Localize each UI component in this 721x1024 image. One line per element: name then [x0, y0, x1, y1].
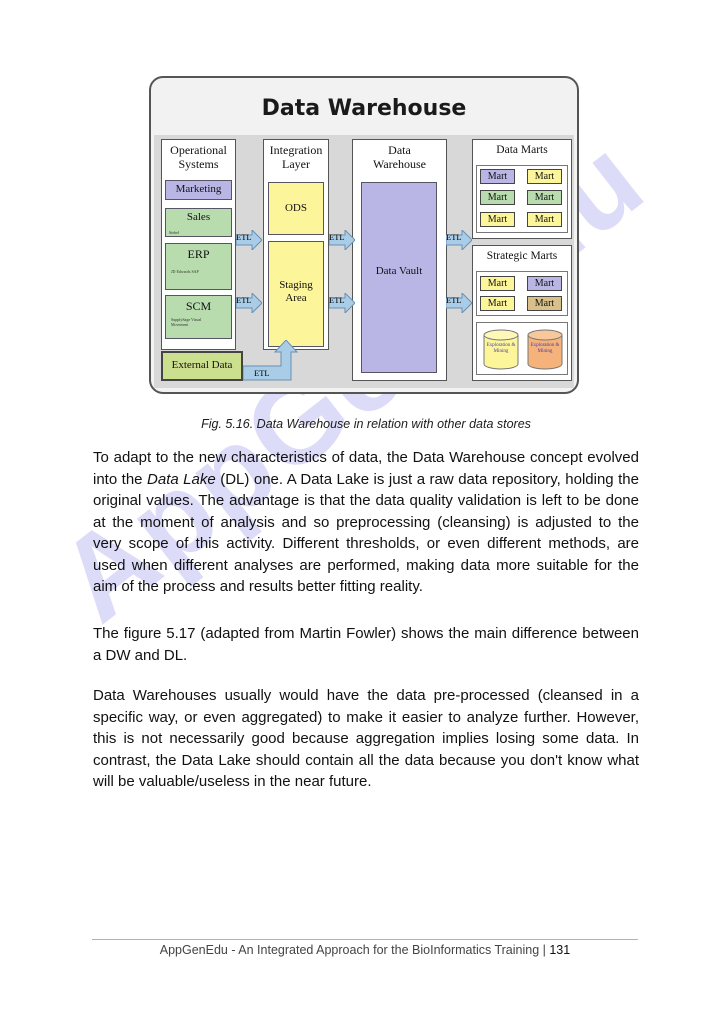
paragraph-figure-reference: The figure 5.17 (adapted from Martin Fow…: [93, 625, 639, 664]
mart-box: Mart: [480, 190, 515, 205]
etl-arrow-icon: [329, 230, 355, 250]
external-data-box: External Data: [161, 351, 243, 381]
figure-diagram: Operational Systems Marketing Sales Sieb…: [154, 135, 574, 388]
marts-grid: Mart Mart Mart Mart Mart Mart: [476, 165, 568, 233]
erp-box: ERP JD Edwards SAP: [165, 243, 232, 290]
mart-box: Mart: [480, 276, 515, 291]
mart-box: Mart: [527, 296, 562, 311]
mart-box: Mart: [480, 169, 515, 184]
mart-box: Mart: [527, 190, 562, 205]
sales-box: Sales Siebel: [165, 208, 232, 237]
etl-arrow-icon: [446, 230, 472, 250]
footer-divider: [92, 939, 638, 940]
page-number: 131: [549, 943, 571, 957]
marketing-box: Marketing: [165, 180, 232, 200]
mart-box: Mart: [527, 169, 562, 184]
data-warehouse-column: Data Warehouse Data Vault: [352, 139, 447, 381]
data-marts-box: Data Marts Mart Mart Mart Mart Mart Mart: [472, 139, 572, 239]
mart-box: Mart: [480, 296, 515, 311]
data-warehouse-label: Data Warehouse: [372, 143, 426, 171]
etl-arrow-icon: [236, 293, 262, 313]
mart-box: Mart: [480, 212, 515, 227]
data-vault-box: Data Vault: [361, 182, 437, 373]
ods-box: ODS: [268, 182, 324, 235]
mart-box: Mart: [527, 212, 562, 227]
etl-arrow-icon: [446, 293, 472, 313]
etl-arrow-icon: [329, 293, 355, 313]
paragraph-dw-vs-dl: Data Warehouses usually would have the d…: [93, 687, 639, 790]
etl-bent-arrow-icon: [243, 340, 299, 381]
footer-text: AppGenEdu - An Integrated Approach for t…: [159, 943, 550, 957]
figure-caption: Fig. 5.16. Data Warehouse in relation wi…: [201, 417, 531, 431]
staging-area-box: Staging Area: [268, 241, 324, 347]
exploration-mining-area: Exploration & Mining Exploration & Minin…: [476, 322, 568, 375]
integration-layer-column: Integration Layer ODS Staging Area: [263, 139, 329, 350]
page-footer: AppGenEdu - An Integrated Approach for t…: [92, 943, 638, 957]
etl-arrow-icon: [236, 230, 262, 250]
yellow-cylinder-icon: [483, 329, 519, 370]
strategic-marts-grid: Mart Mart Mart Mart: [476, 271, 568, 316]
operational-systems-label: Operational Systems: [170, 143, 227, 171]
integration-layer-label: Integration Layer: [269, 143, 323, 171]
mart-box: Mart: [527, 276, 562, 291]
strategic-marts-box: Strategic Marts Mart Mart Mart Mart Expl…: [472, 245, 572, 381]
data-lake-term: Data Lake: [147, 470, 216, 488]
operational-systems-column: Operational Systems Marketing Sales Sieb…: [161, 139, 236, 350]
orange-cylinder-icon: [527, 329, 563, 370]
paragraph-data-lake: To adapt to the new characteristics of d…: [93, 449, 639, 595]
data-warehouse-figure: Data Warehouse Operational Systems Marke…: [149, 76, 579, 394]
scm-box: SCM SupplySage Visual Movement: [165, 295, 232, 339]
figure-title: Data Warehouse: [261, 96, 467, 121]
